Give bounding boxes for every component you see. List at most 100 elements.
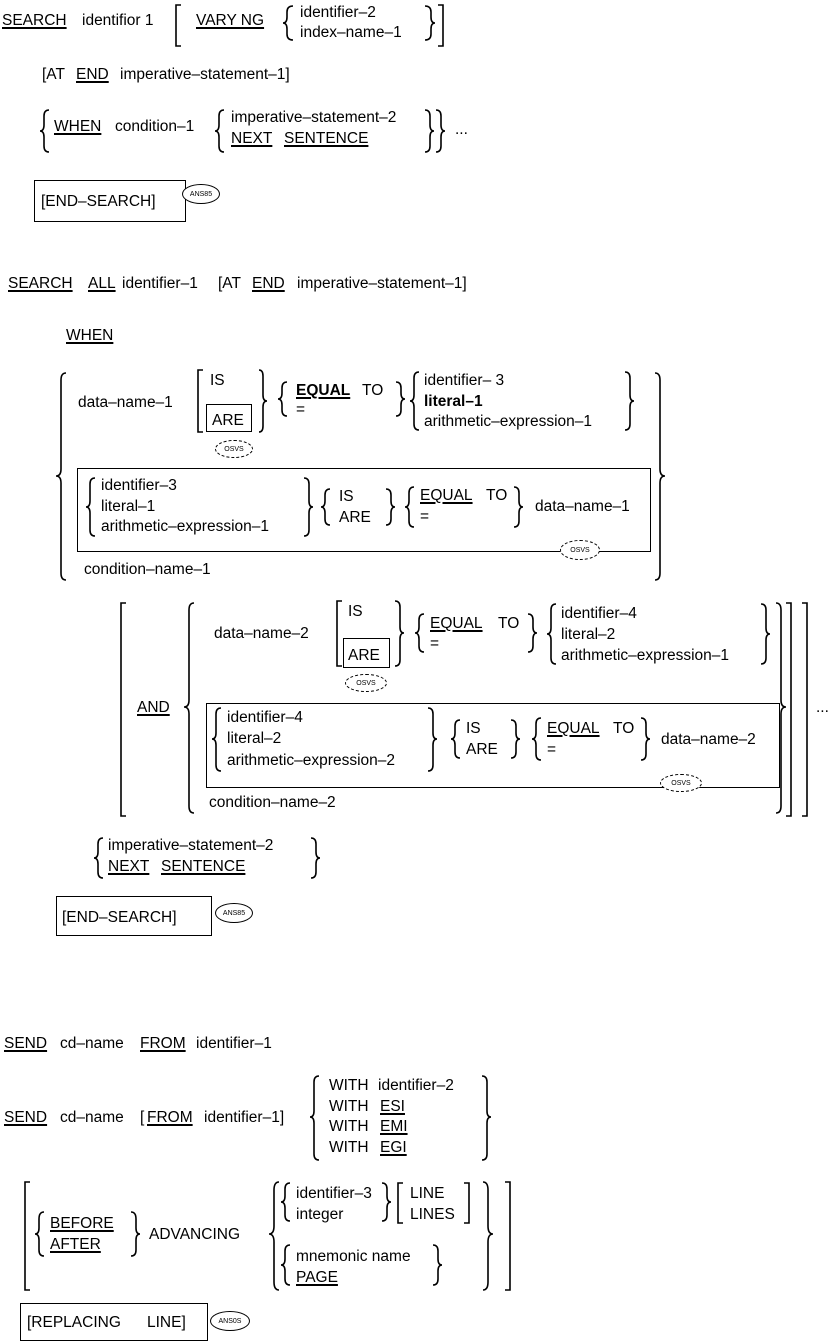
brace-varying-open [282,5,294,41]
are-box-2 [343,638,390,668]
replacing-line-close: LINE] [147,1314,186,1331]
keyword-end: END [76,66,109,83]
bracket-varying-close [438,4,444,47]
keyword-equal-2: EQUAL [430,615,483,632]
brace-operand-3-open [546,603,557,665]
brace-operand-3-close [760,603,771,665]
keyword-are: ARE [212,412,244,429]
keyword-and: AND [137,699,170,716]
brace-advancing-open [268,1181,280,1291]
at-open-all: [AT [218,275,241,292]
bracket-is-are-3-close [394,600,405,667]
imperative-statement-2: imperative–statement–2 [231,109,397,126]
replacing-line-box [20,1303,208,1341]
keyword-equal: EQUAL [296,382,351,399]
ans0s-badge: ANS0S [210,1311,250,1331]
with-2: WITH [329,1098,369,1115]
brace-when-close [435,109,446,153]
with-4: WITH [329,1139,369,1156]
brace-is-are-2-close [385,488,396,526]
ellipsis-and: ... [816,699,829,716]
identifier-1-send: identifier–1 [196,1035,272,1052]
brace-and-close [775,602,787,814]
keyword-are-2: ARE [348,647,380,664]
keyword-sentence: SENTENCE [284,130,369,147]
keyword-from-2: FROM [147,1109,193,1126]
data-name-2-boxed: data–name–2 [661,731,756,748]
arithmetic-expression-1: arithmetic–expression–1 [424,413,593,430]
imperative-statement-1-all: imperative–statement–1] [297,275,467,292]
keyword-to: TO [362,382,384,399]
literal-2-boxed: literal–2 [227,730,282,747]
equals-sign-boxed: = [420,508,430,525]
condition-name-2: condition–name–2 [209,794,336,811]
identifier-1-send-2: identifier–1] [204,1109,285,1126]
equals-sign-row-4: = [547,741,557,758]
brace-equal-1-open [277,381,288,417]
osvs-badge-4: OSVS [660,774,702,792]
keyword-equal-row-4: EQUAL [547,720,600,737]
brace-operand-4-close [427,707,438,772]
brace-when-block-close [654,372,666,581]
mnemonic-name: mnemonic name [296,1248,411,1265]
bracket-and-open [120,602,126,817]
cd-name: cd–name [60,1035,124,1052]
cd-name-2: cd–name [60,1109,124,1126]
condition-1: condition–1 [115,118,195,135]
osvs-badge-3: OSVS [345,674,387,692]
brace-when-block-open [55,372,67,581]
brace-operand-4-open [211,707,222,772]
brace-imperative-close [424,109,435,153]
keyword-equal-boxed: EQUAL [420,487,473,504]
bracket-line-lines-close [464,1182,470,1224]
end-search-box-1 [34,180,186,222]
brace-equal-4-close [640,717,651,761]
brace-equal-4-open [531,717,542,761]
index-name-1: index–name–1 [300,24,402,41]
keyword-lines: LINES [410,1206,455,1223]
brace-equal-1-close [395,381,406,417]
osvs-badge-2: OSVS [560,540,600,560]
brace-equal-2-close [513,486,524,528]
brace-mnemonic-open [280,1244,291,1286]
identifier-4: identifier–4 [561,605,637,622]
equals-sign-2: = [430,635,440,652]
brace-identifier-integer-close [381,1182,392,1222]
keyword-emi: EMI [380,1118,408,1135]
brace-equal-2-open [404,486,415,528]
end-search-1: [END–SEARCH] [41,193,156,210]
osvs-box-row-2 [77,468,651,552]
brace-when-open [39,109,50,153]
keyword-page: PAGE [296,1269,338,1286]
keyword-are-row-4: ARE [466,741,498,758]
brace-identifier-integer-open [280,1182,291,1222]
identifier-2: identifier–2 [300,4,376,21]
brace-imperative-2-open [93,837,104,879]
keyword-advancing: ADVANCING [149,1226,241,1243]
keyword-line: LINE [410,1185,445,1202]
arithmetic-expression-1b: arithmetic–expression–1 [561,647,730,664]
brace-is-are-4-close [510,719,521,759]
identifier-1-all: identifier–1 [122,275,198,292]
brace-with-close [481,1075,492,1161]
keyword-next: NEXT [231,130,273,147]
identifier-3-boxed: identifier–3 [101,477,177,494]
integer: integer [296,1206,344,1223]
bracket-advancing-open [24,1181,30,1291]
bracket-and-close-2 [802,602,808,817]
bracket-and-close-1 [786,602,792,817]
bracket-advancing-close [505,1181,511,1291]
arithmetic-expression-2-boxed: arithmetic–expression–2 [227,752,396,769]
keyword-from: FROM [140,1035,186,1052]
bracket-is-are-1-close [258,369,268,433]
brace-before-after-open [34,1211,45,1257]
replacing-open: [REPLACING [27,1314,121,1331]
with-3: WITH [329,1118,369,1135]
identifier-1: identifior 1 [82,12,154,29]
identifier-2-send: identifier–2 [378,1077,454,1094]
brace-imperative-open [214,109,225,153]
ans85-badge-1: ANS85 [182,184,220,204]
keyword-search-all: SEARCH [8,275,73,292]
